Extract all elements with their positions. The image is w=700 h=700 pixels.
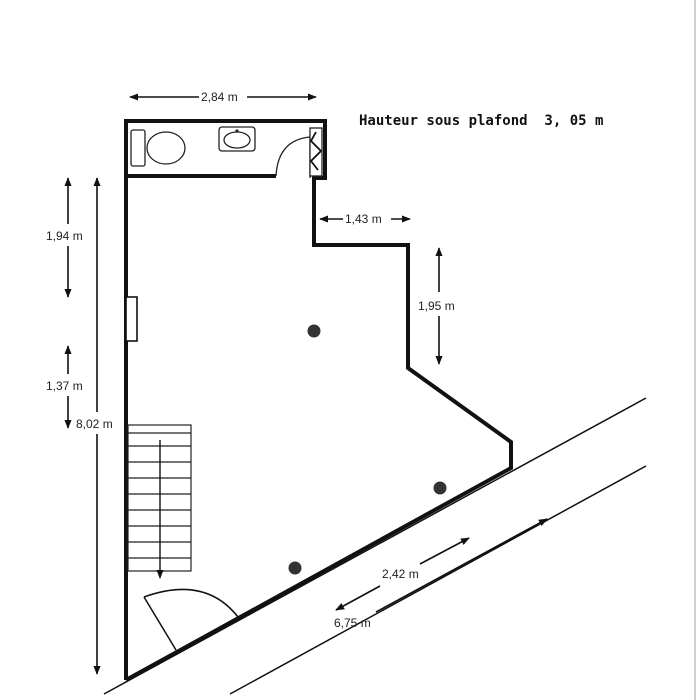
dim-label-top-width: 2,84 m: [201, 90, 238, 104]
dim-label-diag-long: 6,75 m: [334, 616, 371, 630]
dim-label-left-lower: 1,37 m: [46, 379, 83, 393]
ceiling-light-icon: [433, 481, 447, 495]
street-line-upper: [103, 397, 647, 695]
dim-arrow-diag-short: [335, 585, 381, 611]
dim-arrow-diag-short: [419, 537, 470, 565]
dim-label-diag-short: 2,42 m: [382, 567, 419, 581]
dim-label-right-height: 1,95 m: [418, 299, 455, 313]
water-heater-icon: [309, 127, 323, 177]
room-outline: [124, 119, 513, 682]
sink-icon: [218, 126, 256, 152]
dim-label-left-upper: 1,94 m: [46, 229, 83, 243]
dim-label-total-height: 8,02 m: [76, 417, 113, 431]
toilet-icon: [130, 129, 186, 167]
door-swing-icon: [143, 588, 239, 651]
bathroom-door-arc: [275, 136, 311, 177]
ceiling-height-title: Hauteur sous plafond 3, 05 m: [359, 113, 603, 129]
left-wall-niche: [125, 296, 138, 342]
ceiling-light-icon: [288, 561, 302, 575]
ceiling-light-icon: [307, 324, 321, 338]
dim-label-notch: 1,43 m: [345, 212, 382, 226]
dim-arrow-diag-long: [375, 518, 548, 613]
staircase-icon: [127, 424, 192, 579]
street-line-lower: [229, 465, 647, 695]
